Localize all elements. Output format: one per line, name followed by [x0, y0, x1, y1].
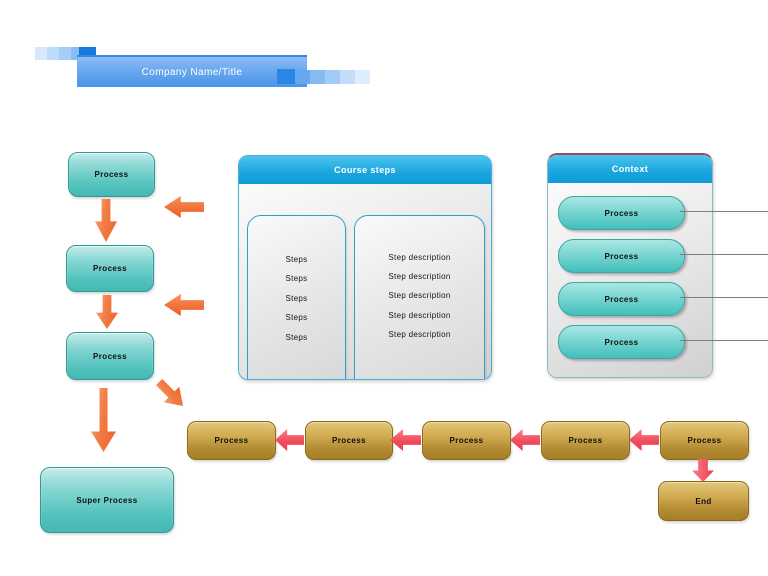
company-banner: Company Name/Title — [77, 55, 307, 87]
bottom-process-label-1: Process — [214, 436, 249, 445]
context-process-pill-4: Process — [558, 325, 685, 359]
steps-line: Steps — [285, 293, 308, 303]
process-box-2: Process — [66, 245, 154, 292]
context-connector-line-3 — [680, 297, 768, 298]
course-steps-title: Course steps — [334, 165, 396, 175]
steps-column: Steps Steps Steps Steps Steps — [247, 215, 346, 379]
red-down-arrow-icon — [692, 459, 714, 482]
red-left-arrow-icon-4 — [629, 429, 659, 451]
left-arrow-icon-1 — [164, 196, 204, 218]
context-process-pill-2: Process — [558, 239, 685, 273]
context-process-pill-3: Process — [558, 282, 685, 316]
descriptions-column: Step description Step description Step d… — [354, 215, 485, 379]
course-steps-header: Course steps — [239, 156, 491, 184]
context-connector-line-2 — [680, 254, 768, 255]
description-line: Step description — [388, 253, 451, 262]
diagonal-arrow-icon — [151, 374, 191, 414]
process-box-1: Process — [68, 152, 155, 197]
bottom-process-box-3: Process — [422, 421, 511, 460]
company-title: Company Name/Title — [141, 66, 243, 78]
course-steps-panel: Course steps Steps Steps Steps Steps Ste… — [238, 155, 492, 380]
banner-decor-right-strip — [295, 70, 370, 84]
super-process-label: Super Process — [76, 495, 138, 505]
end-box-label: End — [695, 496, 712, 506]
steps-line: Steps — [285, 274, 308, 284]
steps-lines: Steps Steps Steps Steps Steps — [248, 250, 345, 347]
description-lines: Step description Step description Step d… — [355, 248, 484, 344]
context-process-label-2: Process — [604, 251, 639, 261]
context-body: Process Process Process Process — [548, 183, 712, 377]
context-process-label-4: Process — [604, 337, 639, 347]
bottom-process-label-4: Process — [568, 436, 603, 445]
context-header: Context — [548, 155, 712, 183]
description-line: Step description — [388, 310, 451, 320]
process-box-3: Process — [66, 332, 154, 380]
bottom-process-box-4: Process — [541, 421, 630, 460]
context-process-label-3: Process — [604, 294, 639, 304]
description-line: Step description — [388, 272, 451, 282]
context-connector-line-4 — [680, 340, 768, 341]
bottom-process-label-5: Process — [687, 436, 722, 445]
context-title: Context — [611, 164, 649, 174]
bottom-process-box-1: Process — [187, 421, 276, 460]
bottom-process-box-2: Process — [305, 421, 393, 460]
down-arrow-icon-1 — [95, 199, 117, 242]
context-panel: Context Process Process Process Process — [547, 153, 713, 378]
context-connector-line-1 — [680, 211, 768, 212]
context-process-label-1: Process — [604, 208, 639, 218]
process-box-3-label: Process — [93, 351, 127, 361]
process-box-1-label: Process — [94, 170, 129, 179]
steps-line: Steps — [285, 255, 308, 264]
description-line: Step description — [388, 291, 451, 301]
steps-line: Steps — [285, 332, 308, 342]
left-arrow-icon-2 — [164, 294, 204, 316]
banner-decor-right-square — [277, 69, 295, 84]
description-line: Step description — [388, 329, 451, 339]
context-process-pill-1: Process — [558, 196, 685, 230]
down-arrow-icon-2 — [96, 295, 118, 329]
bottom-process-label-2: Process — [332, 436, 366, 445]
process-box-2-label: Process — [93, 264, 127, 273]
bottom-process-label-3: Process — [449, 436, 484, 445]
bottom-process-box-5: Process — [660, 421, 749, 460]
steps-line: Steps — [285, 313, 308, 323]
red-left-arrow-icon-3 — [510, 429, 540, 451]
course-steps-body: Steps Steps Steps Steps Steps Step descr… — [239, 184, 491, 379]
end-box: End — [658, 481, 749, 521]
long-down-arrow-icon — [91, 388, 116, 452]
red-left-arrow-icon-1 — [275, 429, 304, 451]
red-left-arrow-icon-2 — [390, 429, 421, 451]
super-process-box: Super Process — [40, 467, 174, 533]
